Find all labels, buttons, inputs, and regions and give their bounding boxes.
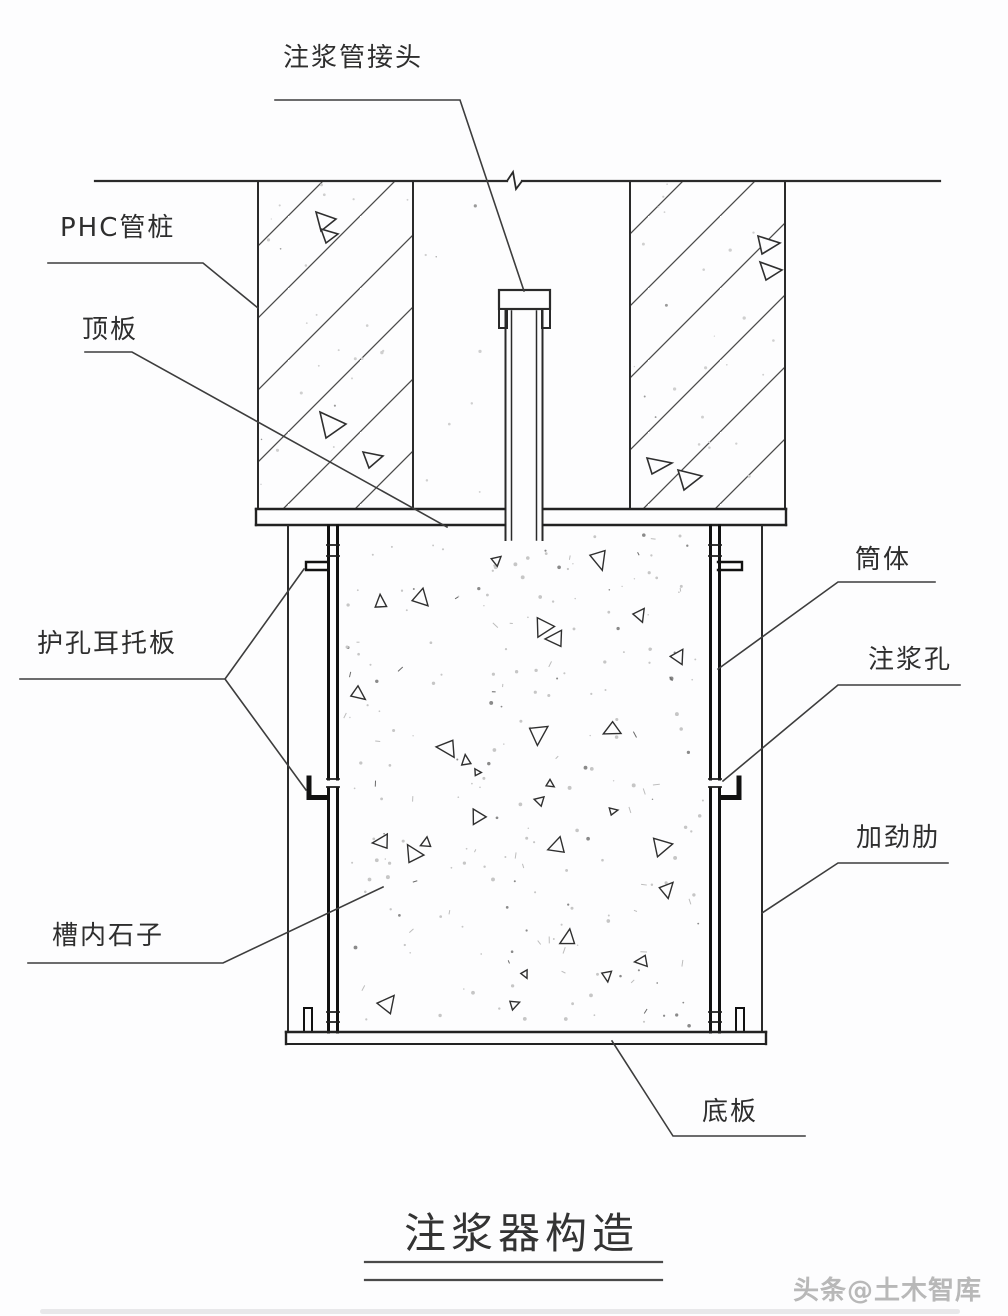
bottom-edge-artifact	[40, 1309, 960, 1314]
title-underline	[363, 1260, 664, 1282]
cylinder-walls	[327, 524, 721, 1034]
leader-top-plate	[84, 351, 449, 529]
pile-aggregate-triangles	[314, 210, 784, 492]
bottom-plate	[284, 1030, 768, 1046]
leader-bottom-plate	[610, 1039, 806, 1137]
leader-cylinder	[716, 581, 936, 671]
leader-grout-hole	[721, 684, 961, 783]
diagram-title: 注浆器构造	[404, 1209, 640, 1258]
phc-pile-outline	[257, 180, 786, 510]
pipe-mask	[504, 505, 544, 543]
watermark: 头条@土木智库	[793, 1276, 983, 1306]
label-phc-pile: PHC管桩	[60, 213, 176, 243]
phc-pile-left-wall-hatch	[258, 181, 413, 509]
leader-lines	[19, 99, 961, 1137]
label-grout-pipe-joint: 注浆管接头	[283, 43, 424, 73]
ear-brackets	[304, 560, 744, 800]
leader-ear-bracket	[19, 567, 308, 792]
leader-stones	[27, 885, 385, 964]
label-stones: 槽内石子	[52, 921, 165, 951]
grout-pipe	[504, 310, 544, 541]
wall-joint-ticks	[326, 544, 722, 1023]
label-grout-hole: 注浆孔	[868, 645, 953, 675]
stone-fill-texture	[343, 533, 704, 1028]
leader-stiffener	[760, 862, 949, 915]
grout-holes	[326, 778, 722, 788]
ground-line	[93, 169, 942, 192]
label-ear-bracket: 护孔耳托板	[37, 629, 178, 659]
label-stiffener: 加劲肋	[856, 823, 941, 853]
stiffener-ribs	[287, 525, 763, 1033]
label-top-plate: 顶板	[82, 315, 139, 345]
leader-phc-pile	[47, 262, 260, 310]
leader-grout-pipe-joint	[274, 99, 526, 293]
grout-pipe-joint	[497, 288, 552, 329]
label-cylinder: 筒体	[855, 545, 912, 575]
label-bottom-plate: 底板	[702, 1097, 759, 1127]
top-plate	[254, 507, 788, 527]
